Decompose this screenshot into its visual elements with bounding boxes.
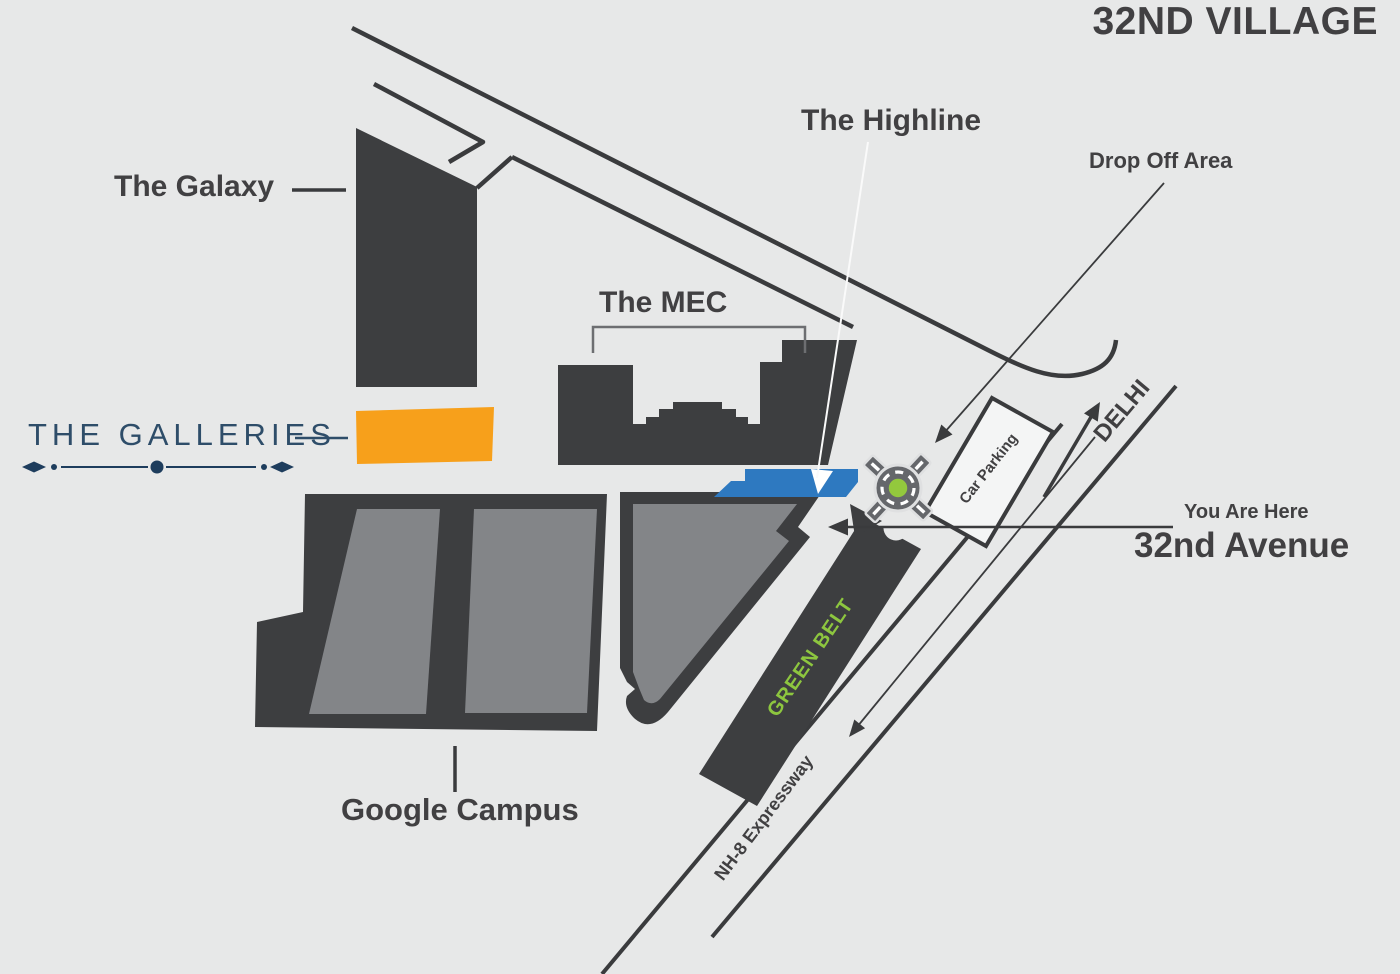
- main-road: [350, 25, 1119, 379]
- delhi-arrowhead: [1084, 402, 1100, 422]
- drop-off-arrowhead: [935, 424, 953, 443]
- drop-off-leader-line: [943, 182, 1165, 434]
- label-the-galleries: THE GALLERIES: [28, 417, 336, 452]
- main-road-upper-edge: [350, 25, 1119, 379]
- south-block: [633, 504, 797, 704]
- highline-blue-strip: [714, 469, 858, 497]
- nh8-flow-arrow: [849, 436, 1096, 737]
- ornament-diamond-right: [270, 461, 294, 473]
- delhi-direction-arrow: [1042, 402, 1100, 498]
- nh8-arrow-line: [856, 436, 1096, 728]
- green-belt-tip: [850, 504, 882, 537]
- the-highline-building: [714, 469, 858, 497]
- page-title: 32ND VILLAGE: [1092, 0, 1378, 43]
- roundabout-lane-dashes: [880, 470, 916, 506]
- mec-bracket: [591, 325, 807, 353]
- main-road-lower-edge-west: [372, 82, 486, 164]
- you-are-here-arrowhead: [828, 518, 848, 536]
- the-galleries-building: [356, 407, 494, 464]
- ornament-dot-center: [150, 460, 164, 474]
- google-campus-building-east: [465, 509, 597, 713]
- label-the-galaxy: The Galaxy: [114, 170, 275, 203]
- drop-off-arrow: [935, 182, 1165, 443]
- main-road-lower-edge-east: [510, 154, 855, 330]
- label-google-campus: Google Campus: [341, 792, 579, 827]
- google-campus-building-west: [309, 509, 440, 714]
- label-you-are-here: You Are Here: [1184, 501, 1309, 523]
- galleries-ornament: [22, 460, 294, 474]
- green-belt-body: [699, 517, 921, 806]
- you-are-here-arrow: [828, 518, 1173, 536]
- ornament-dot-left: [51, 464, 57, 470]
- roundabout: [862, 452, 934, 524]
- roundabout-center-green: [886, 476, 910, 500]
- ornament-diamond-left: [22, 461, 46, 473]
- highline-leader-line: [816, 141, 869, 479]
- the-galaxy-building: [356, 128, 477, 387]
- leader-lines: [292, 141, 869, 792]
- driveway-edge: [475, 155, 514, 190]
- label-32nd-avenue: 32nd Avenue: [1134, 526, 1350, 565]
- car-parking-area: [922, 395, 1056, 549]
- label-drop-off-area: Drop Off Area: [1089, 148, 1233, 173]
- the-mec-building: [558, 340, 857, 465]
- ornament-dot-right: [261, 464, 267, 470]
- label-the-highline: The Highline: [801, 104, 981, 137]
- label-the-mec: The MEC: [599, 286, 728, 319]
- nh8-arrowhead: [849, 719, 866, 737]
- nh8-east-edge: [710, 384, 1178, 939]
- delhi-arrow-line: [1042, 416, 1093, 498]
